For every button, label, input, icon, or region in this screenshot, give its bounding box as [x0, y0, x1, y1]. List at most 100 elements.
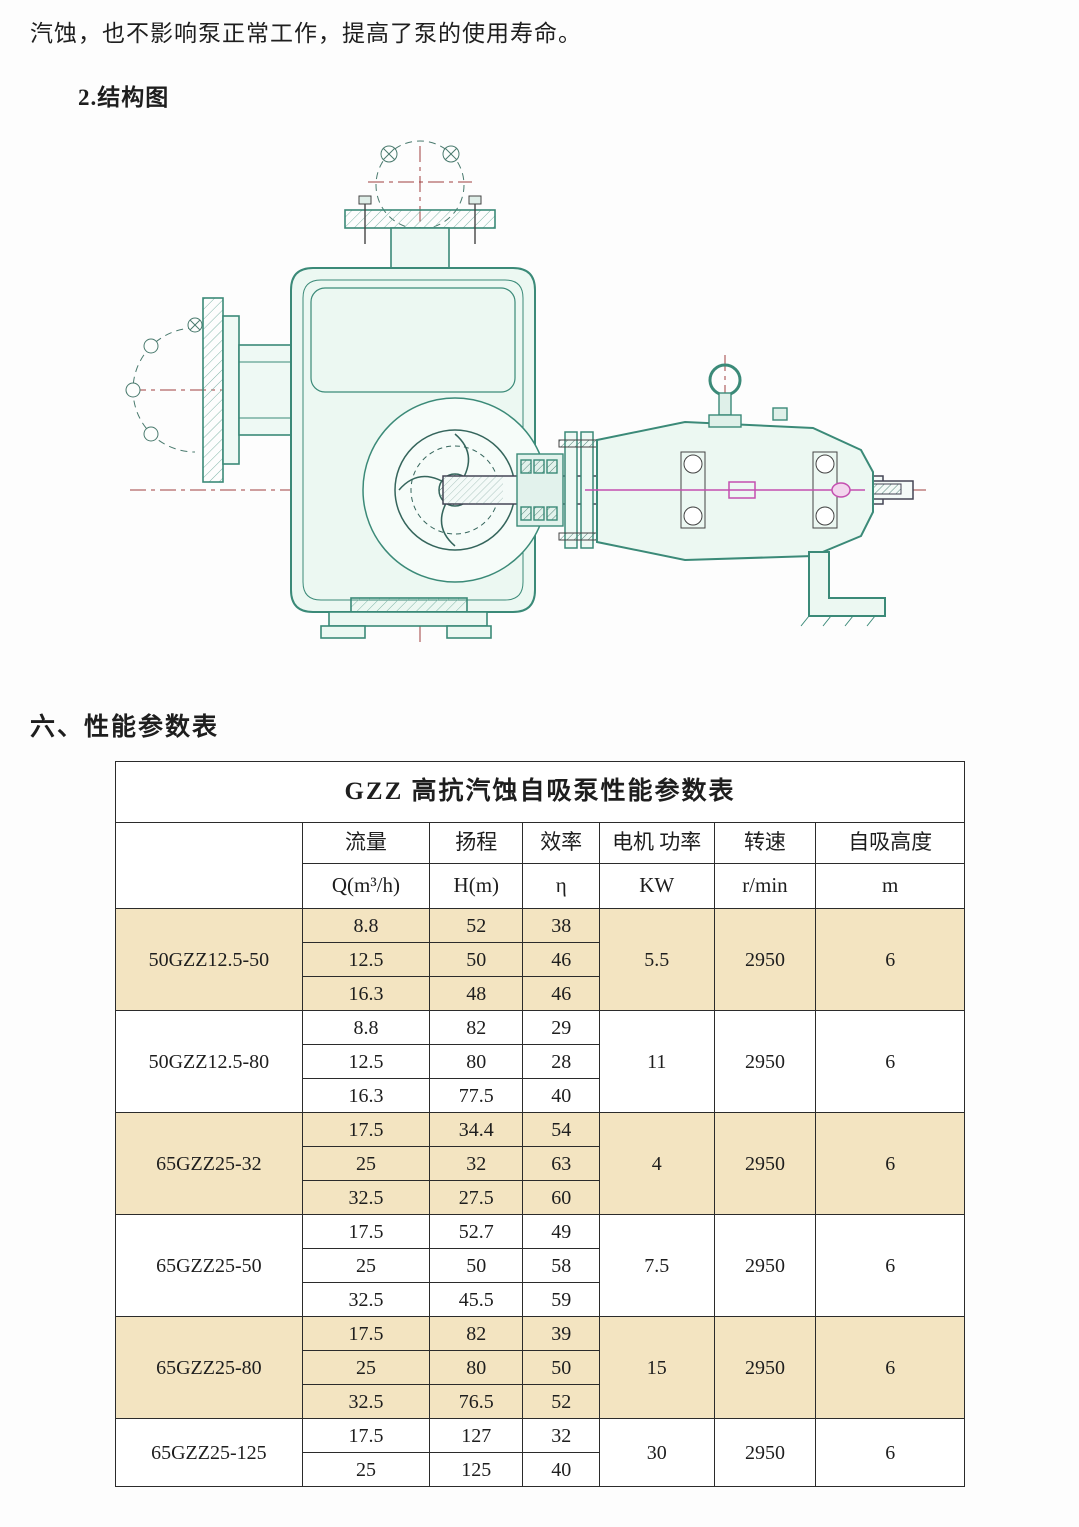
head-cell: 125 — [429, 1452, 524, 1487]
col-header-efficiency: 效率 — [522, 822, 600, 864]
power-cell: 4 — [598, 1112, 715, 1215]
efficiency-cell: 32 — [522, 1418, 600, 1453]
efficiency-cell: 40 — [522, 1452, 600, 1487]
lifting-eye-bolt — [708, 363, 742, 428]
pump-casing — [290, 267, 548, 613]
table-title: GZZ 高抗汽蚀自吸泵性能参数表 — [115, 761, 965, 823]
head-cell: 45.5 — [429, 1282, 524, 1317]
speed-cell: 2950 — [713, 1112, 817, 1215]
unit-efficiency: η — [522, 863, 600, 909]
suction-flange — [202, 297, 292, 483]
flow-cell: 8.8 — [301, 908, 431, 943]
suction-lift-cell: 6 — [815, 1010, 965, 1113]
table-header-row: 流量 扬程 效率 电机 功率 转速 自吸高度 — [115, 822, 965, 909]
suction-lift-cell: 6 — [815, 1316, 965, 1419]
flow-cell: 17.5 — [301, 1418, 431, 1453]
head-cell: 80 — [429, 1044, 524, 1079]
pump-structure-diagram — [125, 140, 1079, 655]
flow-cell: 32.5 — [301, 1384, 431, 1419]
flow-cell: 25 — [301, 1452, 431, 1487]
flow-cell: 16.3 — [301, 1078, 431, 1113]
model-cell: 65GZZ25-32 — [115, 1112, 303, 1215]
suction-lift-cell: 6 — [815, 908, 965, 1011]
section-structure-title: 2.结构图 — [78, 85, 170, 110]
suction-lift-cell: 6 — [815, 1418, 965, 1487]
power-cell: 7.5 — [598, 1214, 715, 1317]
shaft-seal-gland — [516, 453, 564, 527]
bearing-housing — [596, 407, 874, 562]
unit-power: KW — [598, 863, 715, 909]
shaft-accent-lines — [585, 481, 865, 499]
head-cell: 80 — [429, 1350, 524, 1385]
efficiency-cell: 46 — [522, 942, 600, 977]
speed-cell: 2950 — [713, 1214, 817, 1317]
efficiency-cell: 52 — [522, 1384, 600, 1419]
col-header-flow: 流量 — [301, 822, 431, 864]
head-cell: 50 — [429, 1248, 524, 1283]
head-cell: 76.5 — [429, 1384, 524, 1419]
model-cell: 50GZZ12.5-50 — [115, 908, 303, 1011]
pump-cross-section-drawing — [125, 140, 930, 642]
efficiency-cell: 60 — [522, 1180, 600, 1215]
efficiency-cell: 50 — [522, 1350, 600, 1385]
model-cell: 65GZZ25-50 — [115, 1214, 303, 1317]
power-cell: 30 — [598, 1418, 715, 1487]
col-header-suction-lift: 自吸高度 — [815, 822, 965, 864]
efficiency-cell: 38 — [522, 908, 600, 943]
flow-cell: 32.5 — [301, 1282, 431, 1317]
flow-cell: 12.5 — [301, 1044, 431, 1079]
head-cell: 82 — [429, 1010, 524, 1045]
flow-cell: 25 — [301, 1248, 431, 1283]
col-header-head: 扬程 — [429, 822, 524, 864]
head-cell: 34.4 — [429, 1112, 524, 1147]
head-cell: 127 — [429, 1418, 524, 1453]
efficiency-cell: 39 — [522, 1316, 600, 1351]
flow-cell: 25 — [301, 1146, 431, 1181]
suction-lift-cell: 6 — [815, 1112, 965, 1215]
head-cell: 32 — [429, 1146, 524, 1181]
unit-head: H(m) — [429, 863, 524, 909]
model-cell: 50GZZ12.5-80 — [115, 1010, 303, 1113]
flow-cell: 25 — [301, 1350, 431, 1385]
table-title-row: GZZ 高抗汽蚀自吸泵性能参数表 — [115, 761, 965, 823]
head-cell: 50 — [429, 942, 524, 977]
head-cell: 27.5 — [429, 1180, 524, 1215]
power-cell: 15 — [598, 1316, 715, 1419]
efficiency-cell: 46 — [522, 976, 600, 1011]
model-cell: 65GZZ25-125 — [115, 1418, 303, 1487]
efficiency-cell: 40 — [522, 1078, 600, 1113]
efficiency-cell: 58 — [522, 1248, 600, 1283]
speed-cell: 2950 — [713, 908, 817, 1011]
head-cell: 52.7 — [429, 1214, 524, 1249]
efficiency-cell: 28 — [522, 1044, 600, 1079]
discharge-bolt-circle — [375, 140, 465, 230]
efficiency-cell: 29 — [522, 1010, 600, 1045]
flow-cell: 17.5 — [301, 1316, 431, 1351]
suction-lift-cell: 6 — [815, 1214, 965, 1317]
suction-bolt-circle — [125, 317, 203, 453]
flow-cell: 16.3 — [301, 976, 431, 1011]
flow-cell: 8.8 — [301, 1010, 431, 1045]
flow-cell: 17.5 — [301, 1214, 431, 1249]
col-header-motor-power: 电机 功率 — [598, 822, 715, 864]
power-cell: 5.5 — [598, 908, 715, 1011]
speed-cell: 2950 — [713, 1418, 817, 1487]
flow-cell: 12.5 — [301, 942, 431, 977]
efficiency-cell: 63 — [522, 1146, 600, 1181]
power-cell: 11 — [598, 1010, 715, 1113]
